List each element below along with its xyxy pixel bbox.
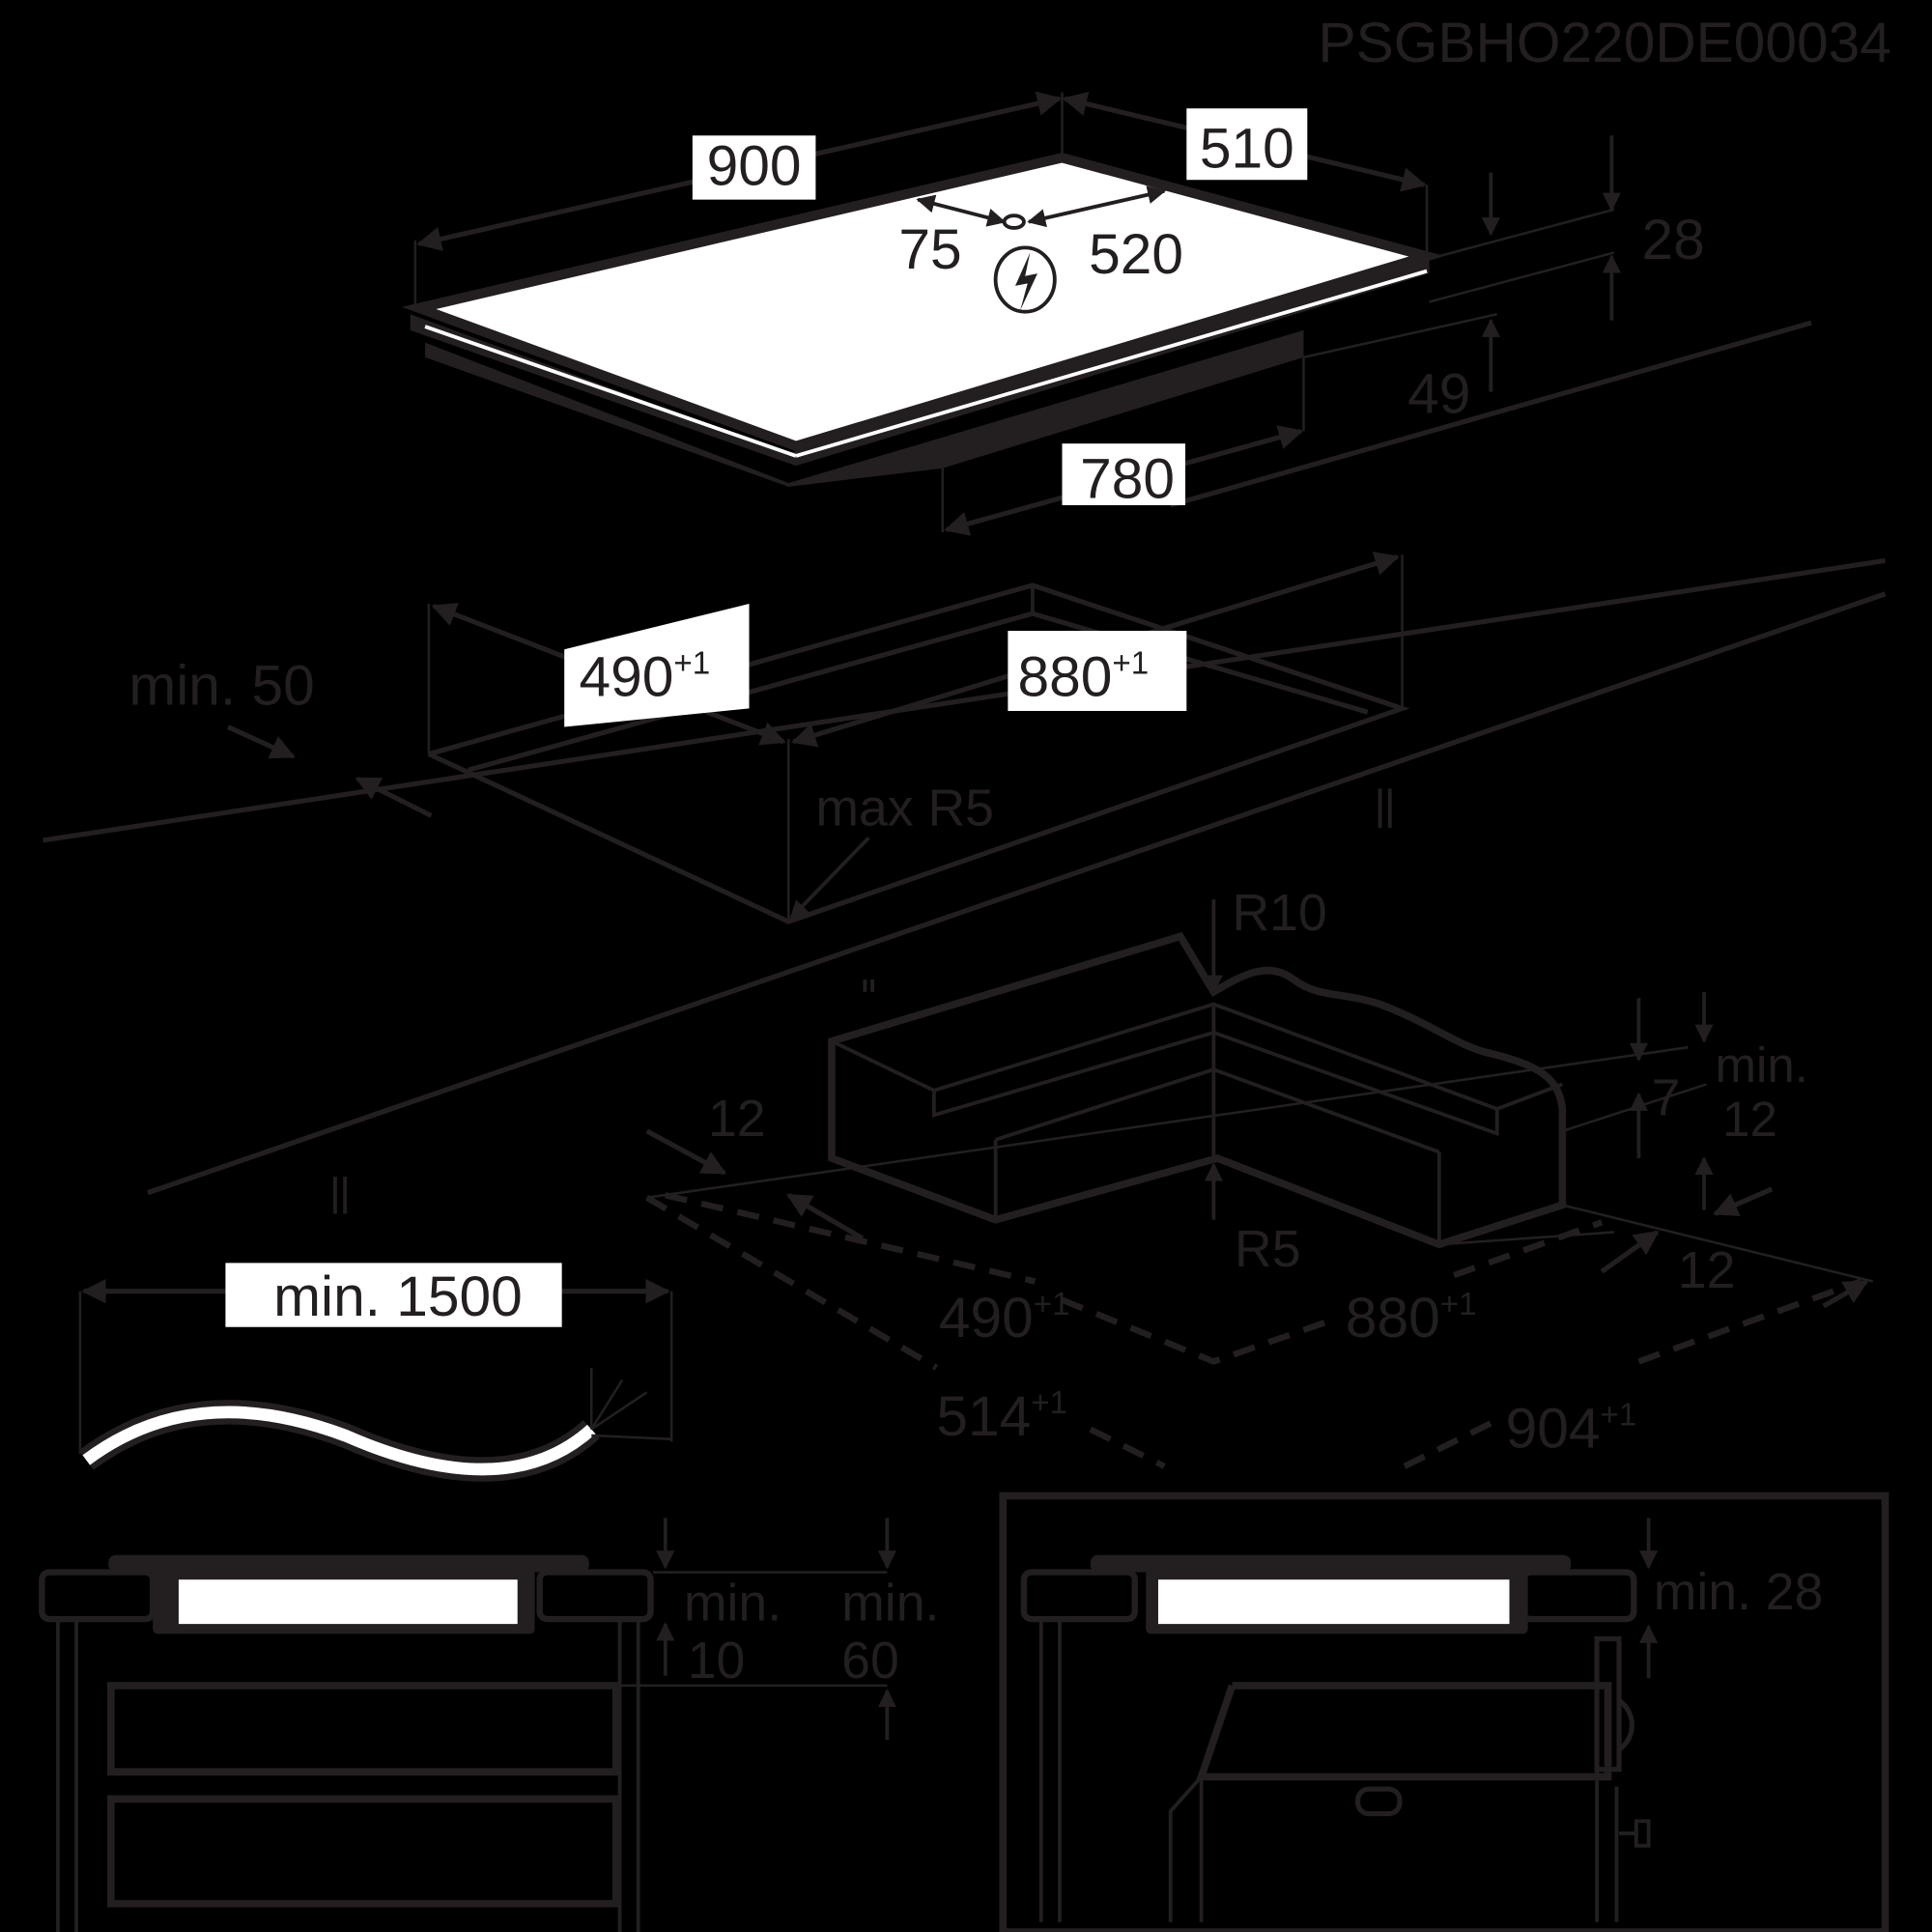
front-edge-label: 12 — [708, 1091, 766, 1148]
hob-bottom-width-label: 780 — [1080, 447, 1175, 510]
min-label: min. — [1716, 1037, 1808, 1093]
connection-front-label: 75 — [898, 218, 961, 281]
cable-length-label: min. 1500 — [273, 1265, 523, 1328]
drawer-gap-a-label: 10 — [688, 1633, 746, 1690]
oven-clearance-label: min. 28 — [1654, 1564, 1824, 1621]
min-front-distance-label: min. 50 — [128, 655, 314, 718]
side-edge-label: 12 — [1678, 1242, 1736, 1299]
hob-depth-label: 510 — [1200, 117, 1294, 180]
frame-detail-drawing — [147, 591, 1887, 1469]
drawer-min-b-label: min. — [841, 1575, 939, 1632]
hob-height-label: 28 — [1642, 209, 1705, 271]
drawer-min-a-label: min. — [684, 1575, 781, 1632]
connection-side-label: 520 — [1089, 223, 1183, 286]
cutout-depth-label: 490+1 — [579, 646, 710, 709]
inner-width-label: 880+1 — [1346, 1287, 1477, 1350]
oven-section-drawing — [999, 1492, 1889, 1932]
drawer-gap-b-label: 60 — [841, 1633, 899, 1690]
hob-width-label: 900 — [707, 134, 802, 197]
drawer-section-drawing — [39, 1518, 896, 1932]
cutout-width-label: 880+1 — [1018, 646, 1150, 709]
hob-underside-label: 49 — [1407, 362, 1470, 425]
inner-depth-label: 490+1 — [939, 1287, 1070, 1350]
worktop-cutout-drawing — [43, 552, 1887, 1196]
outer-width-label: 904+1 — [1506, 1398, 1637, 1461]
min-thickness-label: 12 — [1722, 1092, 1777, 1147]
outer-radius-label: R10 — [1233, 885, 1327, 942]
step-height-label: 7 — [1652, 1069, 1681, 1126]
drawing-code: PSGBHO220DE00034 — [1318, 12, 1890, 74]
corner-radius-label: max R5 — [815, 781, 994, 838]
inner-radius-label: R5 — [1235, 1221, 1300, 1278]
outer-depth-label: 514+1 — [936, 1385, 1067, 1448]
cable-drawing — [78, 1278, 673, 1482]
